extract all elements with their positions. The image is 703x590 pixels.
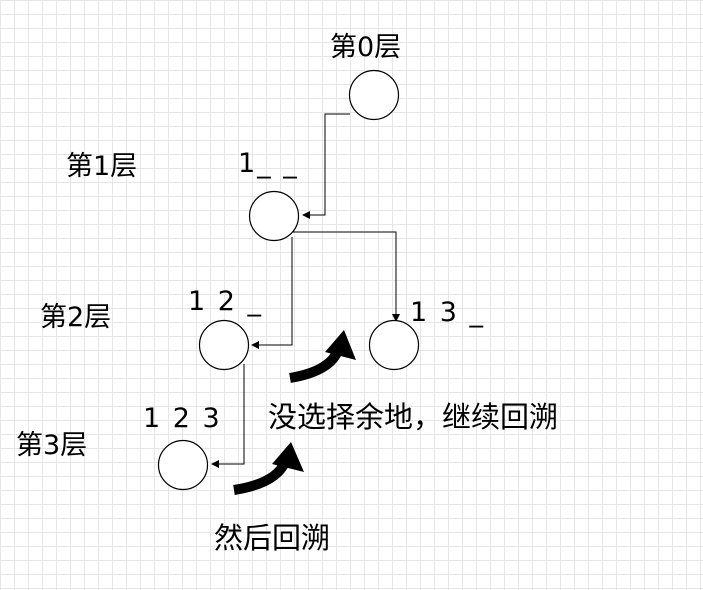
backtrack-arrow-icon (289, 330, 356, 383)
edge-n1-to-n13 (292, 231, 400, 322)
annotation-then-backtrack: 然后回溯 (214, 521, 331, 555)
node-n13-label: 1 3 _ (410, 297, 486, 328)
level-0-label: 第0层 (330, 32, 402, 63)
node-n13 (368, 319, 420, 371)
edge-n12-to-n123 (211, 364, 245, 468)
node-n12 (198, 319, 250, 371)
level-2-label: 第2层 (40, 302, 112, 333)
node-n123 (157, 439, 209, 491)
annotation-no-choice: 没选择余地，继续回溯 (268, 400, 559, 434)
node-n123-label: 1 2 3 (143, 403, 222, 434)
level-1-label: 第1层 (66, 151, 138, 182)
node-n1-label: 1_ _ (238, 148, 299, 179)
level-3-label: 第3层 (16, 430, 88, 461)
edge-root-to-n1 (302, 113, 350, 219)
node-root (348, 69, 400, 121)
node-n12-label: 1 2 _ (188, 286, 264, 317)
node-n1 (248, 190, 300, 242)
edge-n1-to-n12 (251, 237, 293, 349)
backtrack-arrow-icon-lower (233, 442, 304, 495)
